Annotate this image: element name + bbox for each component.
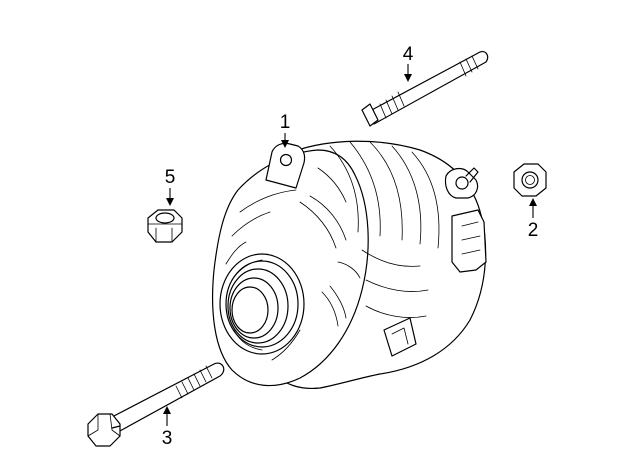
arrowhead-4 (404, 74, 412, 82)
callout-1: 1 (280, 112, 291, 148)
callout-label-3: 3 (162, 428, 173, 449)
nut-5[interactable] (147, 209, 183, 243)
arrowhead-2 (529, 198, 537, 206)
callout-label-4: 4 (403, 44, 414, 65)
callout-2: 2 (528, 198, 539, 241)
nut-2[interactable] (513, 163, 547, 197)
callout-label-5: 5 (165, 167, 176, 188)
alternator[interactable] (212, 140, 487, 390)
bolt-3[interactable] (87, 362, 225, 447)
callout-label-1: 1 (280, 112, 291, 133)
callout-5: 5 (165, 167, 176, 206)
stud-4[interactable] (361, 51, 489, 127)
callout-4: 4 (403, 44, 414, 82)
arrowhead-3 (163, 406, 171, 414)
callout-3: 3 (162, 406, 173, 449)
arrowhead-5 (166, 198, 174, 206)
callout-label-2: 2 (528, 220, 539, 241)
arrowhead-1 (281, 140, 289, 148)
